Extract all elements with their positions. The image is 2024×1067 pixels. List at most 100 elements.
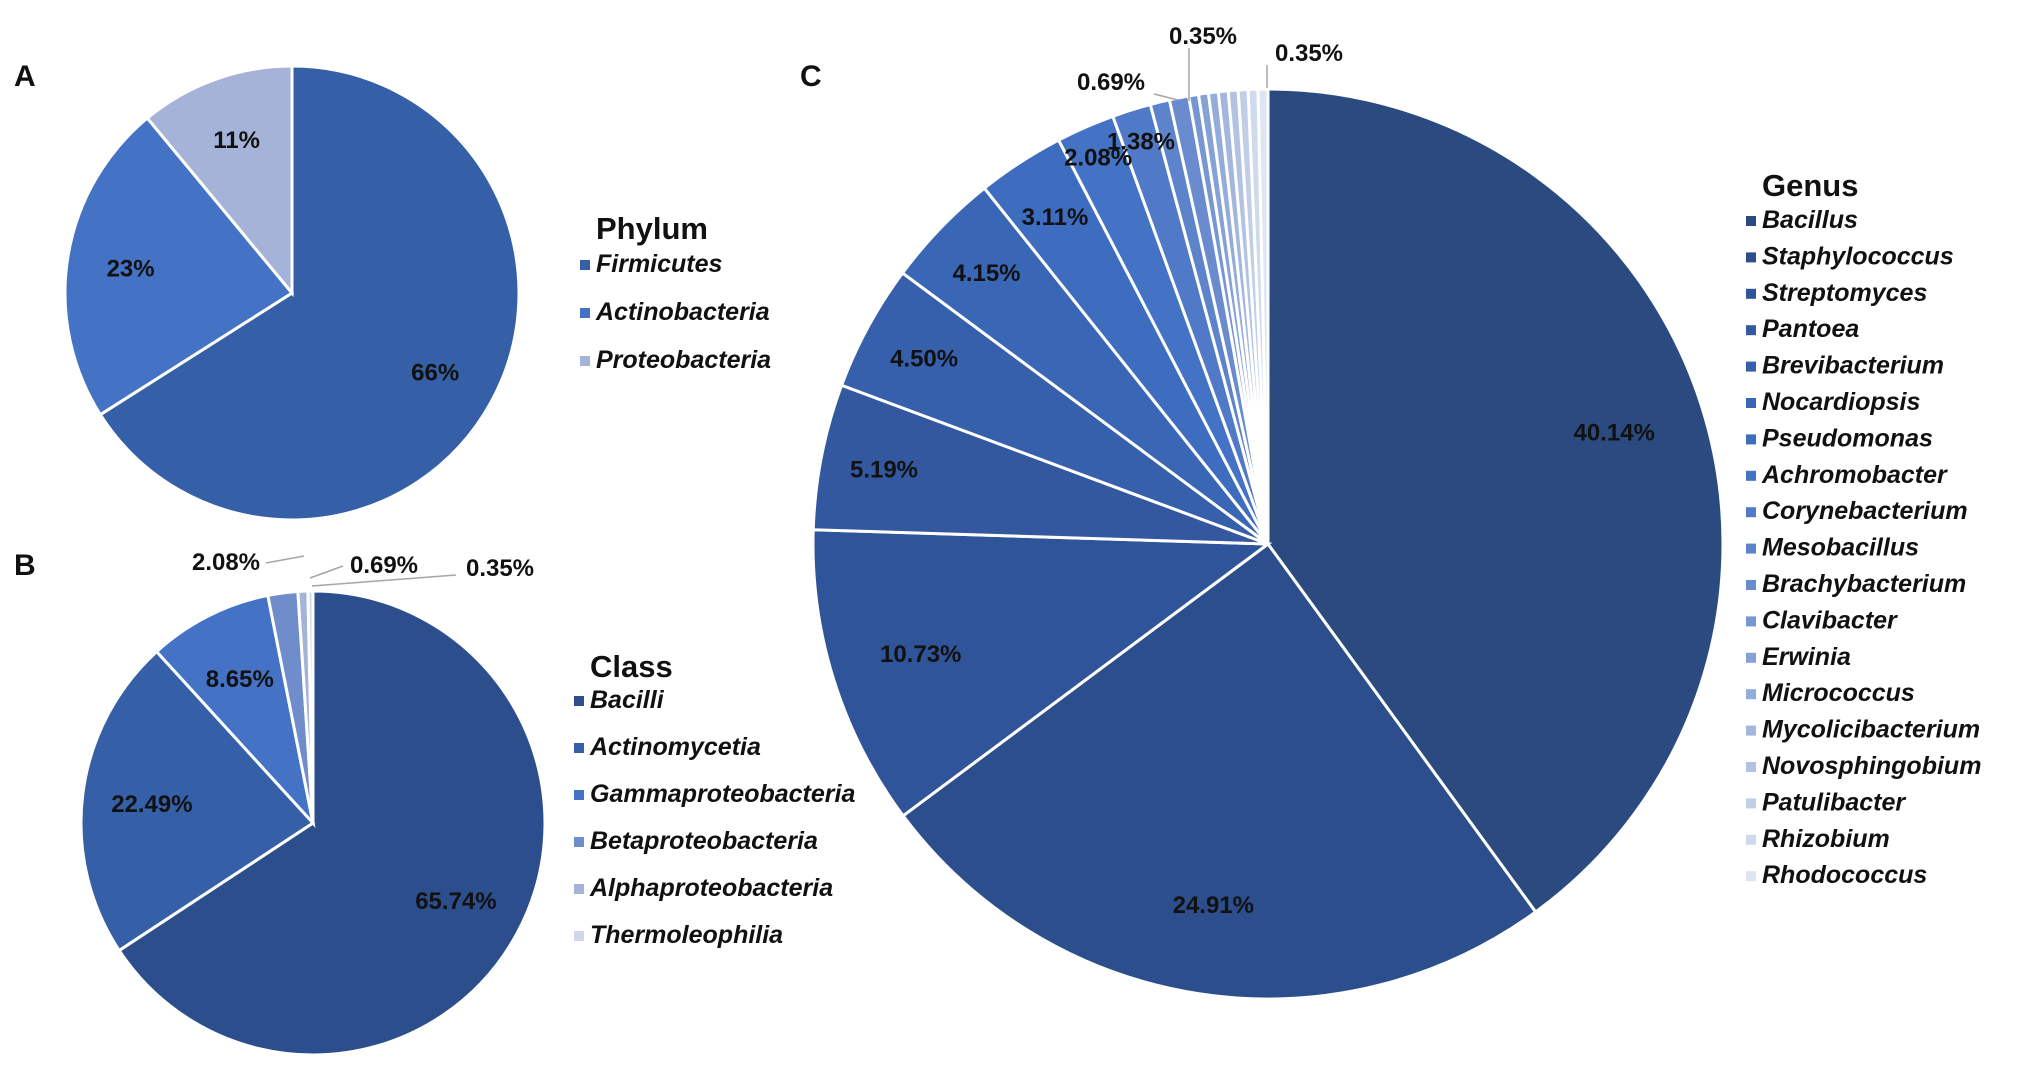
leader-line-thermoleophilia	[311, 574, 457, 587]
legend-a: PhylumFirmicutesActinobacteriaProteobact…	[580, 211, 771, 374]
legend-swatch-betaproteobacteria	[574, 837, 584, 847]
legend-label-gammaproteobacteria: Gammaproteobacteria	[590, 780, 855, 808]
legend-swatch-brevibacterium	[1746, 361, 1756, 372]
legend-swatch-pseudomonas	[1746, 434, 1756, 445]
legend-swatch-firmicutes	[580, 260, 590, 270]
legend-swatch-rhizobium	[1746, 834, 1756, 845]
legend-label-bacilli: Bacilli	[590, 686, 665, 714]
legend-label-streptomyces: Streptomyces	[1762, 279, 1927, 307]
panel-letter-a: A	[14, 60, 36, 93]
legend-label-pantoea: Pantoea	[1762, 315, 1859, 343]
legend-b: ClassBacilliActinomycetiaGammaproteobact…	[574, 649, 855, 949]
pie-slice-bacilli	[117, 589, 547, 1057]
data-label-actinomycetia: 22.49%	[111, 791, 192, 818]
data-label-betaproteobacteria: 2.08%	[192, 549, 260, 576]
legend-swatch-proteobacteria	[580, 356, 590, 366]
legend-swatch-staphylococcus	[1746, 252, 1756, 263]
data-label-proteobacteria: 11%	[213, 127, 260, 154]
legend-swatch-novosphingobium	[1746, 762, 1756, 772]
data-label-actinobacteria: 23%	[107, 255, 155, 282]
data-label-pseudomonas: 3.11%	[1022, 204, 1089, 231]
legend-swatch-erwinia	[1746, 652, 1756, 663]
panel-letter-c: C	[800, 60, 822, 93]
legend-label-patulibacter: Patulibacter	[1762, 788, 1906, 816]
data-label-streptomyces: 10.73%	[880, 641, 961, 668]
legend-swatch-gammaproteobacteria	[574, 790, 584, 800]
legend-label-achromobacter: Achromobacter	[1761, 461, 1948, 489]
legend-swatch-streptomyces	[1746, 288, 1756, 299]
legend-swatch-clavibacter	[1746, 616, 1756, 627]
legend-label-staphylococcus: Staphylococcus	[1762, 242, 1954, 270]
legend-label-actinobacteria: Actinobacteria	[595, 298, 770, 326]
data-label-achromobacter: 2.08%	[1064, 145, 1132, 172]
legend-swatch-mycolicibacterium	[1746, 725, 1756, 736]
legend-label-novosphingobium: Novosphingobium	[1762, 752, 1981, 780]
legend-swatch-actinomycetia	[574, 743, 584, 753]
legend-title-phylum: Phylum	[596, 211, 708, 246]
legend-label-bacillus: Bacillus	[1762, 206, 1858, 234]
data-label-firmicutes: 66%	[411, 360, 459, 387]
legend-swatch-brachybacterium	[1746, 580, 1756, 590]
pie-b: 65.74% 22.49% 8.65% 2.08% 0.69% 0.35%	[79, 549, 547, 1057]
pie-slice-firmicutes	[98, 64, 521, 522]
legend-swatch-pantoea	[1746, 325, 1756, 336]
pie-slice-staphylococcus	[901, 541, 1538, 1001]
pie-c: 40.14%24.91%10.73%5.19%4.50%4.15%3.11%2.…	[811, 23, 1725, 1001]
legend-label-brevibacterium: Brevibacterium	[1762, 352, 1944, 380]
legend-swatch-nocardiopsis	[1746, 398, 1756, 408]
legend-title-class: Class	[590, 649, 673, 684]
data-label-brevibacterium: 4.50%	[890, 345, 958, 372]
legend-label-thermoleophilia: Thermoleophilia	[590, 921, 783, 949]
pie-slice-rhodococcus	[1256, 87, 1270, 545]
pie-slice-bacillus	[1266, 87, 1725, 915]
legend-swatch-thermoleophilia	[574, 931, 584, 941]
pie-slice-streptomyces	[811, 528, 1273, 818]
legend-label-nocardiopsis: Nocardiopsis	[1762, 388, 1920, 416]
data-label-rhodococcus: 0.35%	[1275, 40, 1343, 67]
data-label-corynebacterium: 1.38%	[1107, 128, 1175, 155]
data-label-staphylococcus: 24.91%	[1173, 892, 1254, 919]
legend-swatch-achromobacter	[1746, 470, 1756, 481]
legend-label-micrococcus: Micrococcus	[1762, 679, 1915, 707]
data-label-bacillus: 40.14%	[1573, 419, 1654, 446]
legend-label-clavibacter: Clavibacter	[1762, 606, 1898, 634]
chart-layer: 66%23%11%PhylumFirmicutesActinobacteriaP…	[63, 23, 1981, 1057]
data-label-clavibacter: 0.35%	[1169, 23, 1237, 50]
leader-line-betaproteobacteria	[265, 555, 305, 564]
legend-label-actinomycetia: Actinomycetia	[589, 733, 761, 761]
panel-letter-b: B	[14, 549, 36, 582]
legend-label-mesobacillus: Mesobacillus	[1762, 534, 1919, 562]
pie-slice-thermoleophilia	[306, 589, 315, 824]
legend-label-corynebacterium: Corynebacterium	[1762, 497, 1968, 525]
pie-slice-proteobacteria	[145, 64, 294, 298]
legend-label-rhizobium: Rhizobium	[1762, 825, 1890, 853]
legend-label-brachybacterium: Brachybacterium	[1762, 570, 1966, 598]
legend-swatch-actinobacteria	[580, 308, 590, 318]
legend-swatch-corynebacterium	[1746, 507, 1756, 518]
pie-slice-actinobacteria	[63, 115, 295, 417]
legend-label-rhodococcus: Rhodococcus	[1762, 861, 1927, 889]
data-label-pantoea: 5.19%	[850, 457, 918, 484]
legend-label-alphaproteobacteria: Alphaproteobacteria	[589, 874, 833, 902]
data-label-mesobacillus: 0.69%	[1077, 69, 1145, 96]
legend-swatch-rhodococcus	[1746, 871, 1756, 882]
legend-swatch-mesobacillus	[1746, 543, 1756, 554]
legend-label-proteobacteria: Proteobacteria	[596, 346, 771, 374]
data-label-gammaproteobacteria: 8.65%	[206, 666, 274, 693]
pie-a: 66% 23% 11%	[63, 64, 521, 522]
legend-label-erwinia: Erwinia	[1762, 643, 1851, 671]
data-label-thermoleophilia: 0.35%	[466, 555, 534, 582]
legend-swatch-bacilli	[574, 696, 584, 706]
data-label-bacilli: 65.74%	[415, 888, 496, 915]
legend-label-mycolicibacterium: Mycolicibacterium	[1762, 716, 1980, 744]
legend-c: GenusBacillusStaphylococcusStreptomycesP…	[1746, 168, 1981, 889]
legend-label-firmicutes: Firmicutes	[596, 250, 723, 278]
legend-swatch-alphaproteobacteria	[574, 884, 584, 894]
legend-swatch-patulibacter	[1746, 798, 1756, 809]
data-label-alphaproteobacteria: 0.69%	[350, 552, 418, 579]
legend-label-pseudomonas: Pseudomonas	[1762, 424, 1933, 452]
legend-swatch-micrococcus	[1746, 689, 1756, 700]
pie-slice-actinomycetia	[79, 649, 316, 953]
legend-swatch-bacillus	[1746, 216, 1756, 226]
